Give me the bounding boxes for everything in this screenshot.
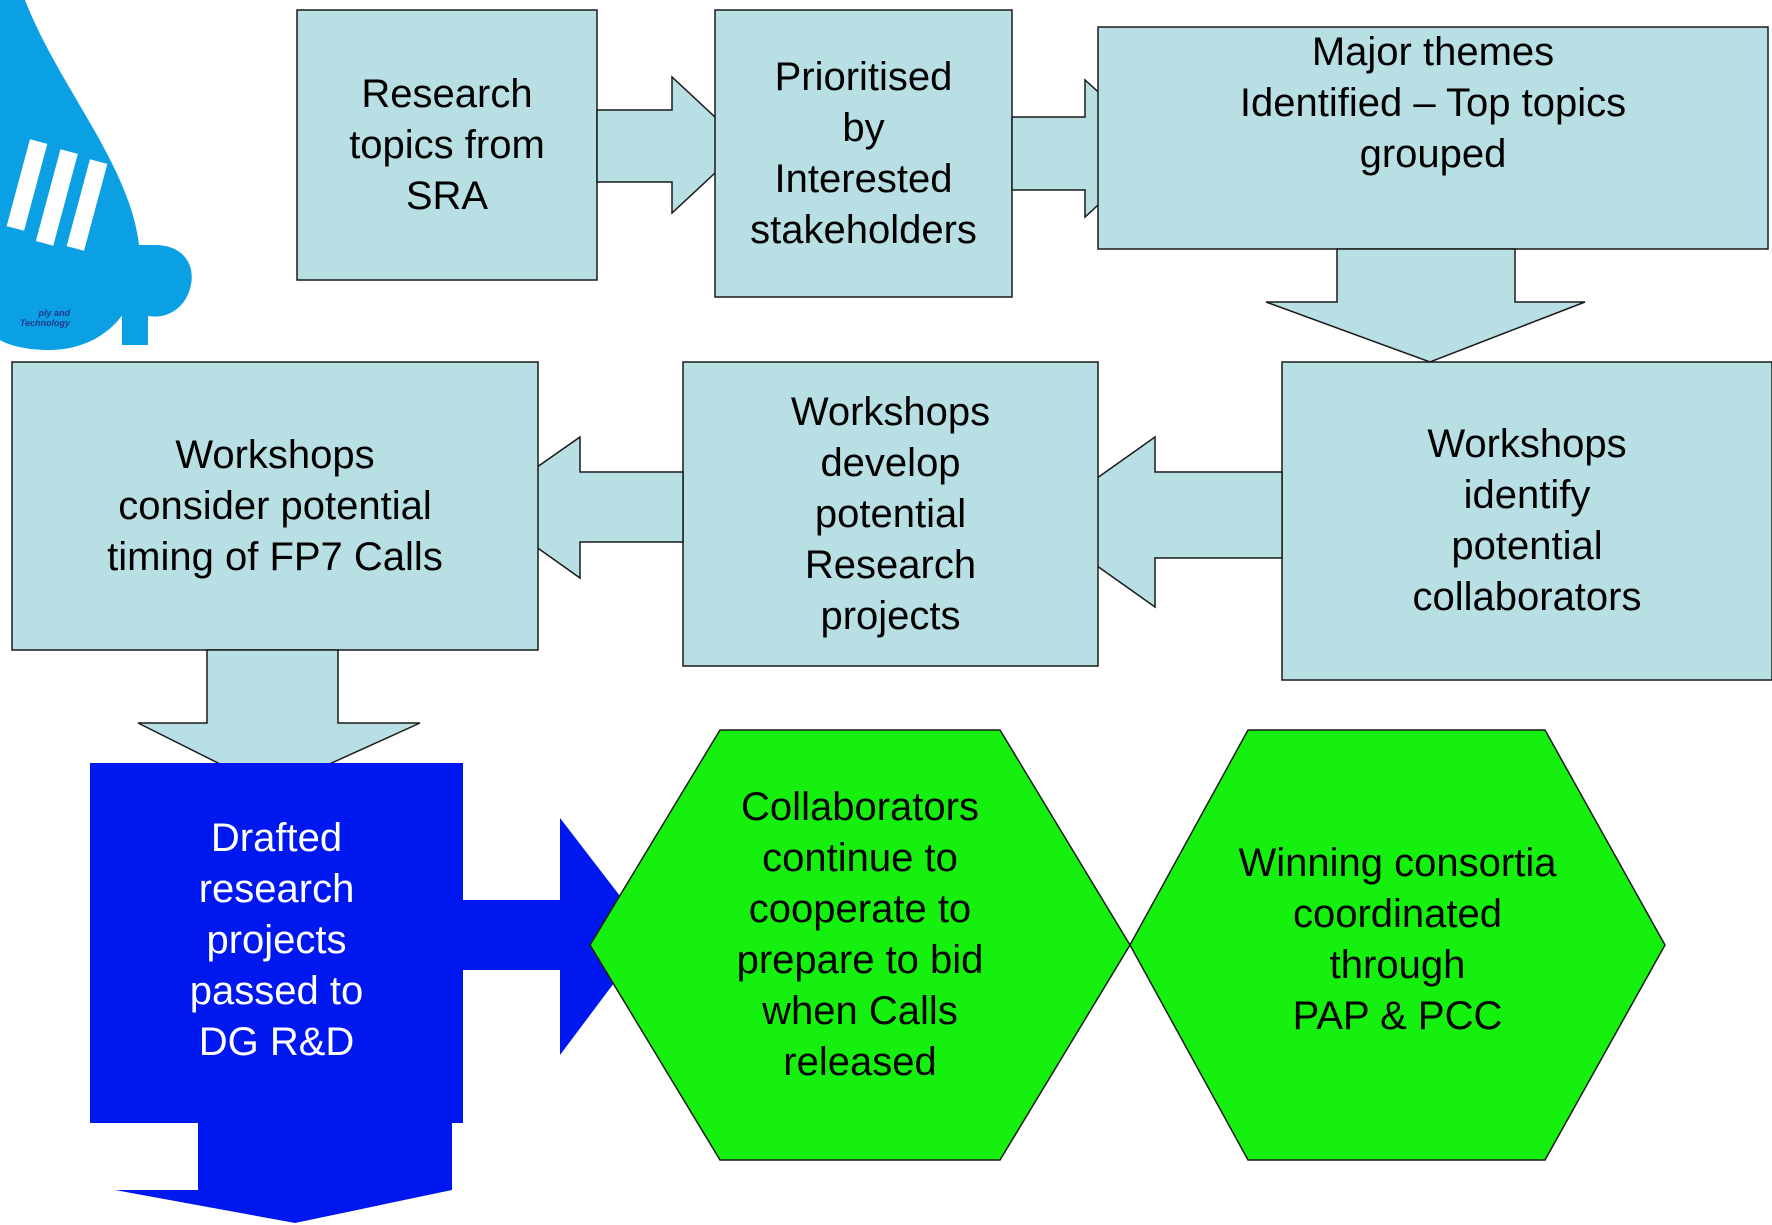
major-themes-label: Major themes Identified – Top topics gro… bbox=[1239, 30, 1627, 176]
logo-caption-line2: Technology bbox=[19, 318, 70, 328]
arrow-right-1 bbox=[596, 75, 747, 215]
research-topics-box bbox=[296, 9, 598, 281]
prioritised-label: Prioritised by Interested stakeholders bbox=[750, 54, 977, 252]
logo-caption: ply and Technology bbox=[0, 308, 70, 328]
drafted-projects-label: Drafted research projects passed to DG R… bbox=[189, 815, 364, 1064]
consider-timing-box bbox=[11, 361, 539, 651]
collaborators-hexagon bbox=[589, 729, 1131, 1161]
logo-caption-line1: ply and bbox=[38, 308, 70, 318]
arrow-down-right bbox=[1265, 248, 1586, 363]
identify-collaborators-label: Workshops identify potential collaborato… bbox=[1412, 422, 1642, 619]
consider-timing-label: Workshops consider potential timing of F… bbox=[107, 432, 443, 579]
develop-projects-box bbox=[682, 361, 1099, 667]
winning-consortia-label: Winning consortia coordinated through PA… bbox=[1238, 841, 1557, 1038]
identify-collaborators-box bbox=[1281, 361, 1772, 681]
prioritised-box bbox=[714, 9, 1013, 298]
winning-consortia-hexagon bbox=[1129, 729, 1666, 1161]
research-topics-label: Research topics from SRA bbox=[349, 71, 545, 218]
collaborators-continue-label: Collaborators continue to cooperate to p… bbox=[736, 785, 984, 1084]
develop-projects-label: Workshops develop potential Research pro… bbox=[790, 389, 991, 638]
drafted-projects-arrow bbox=[90, 763, 650, 1223]
water-drop-logo bbox=[0, 0, 192, 350]
arrow-down-left bbox=[137, 649, 421, 791]
